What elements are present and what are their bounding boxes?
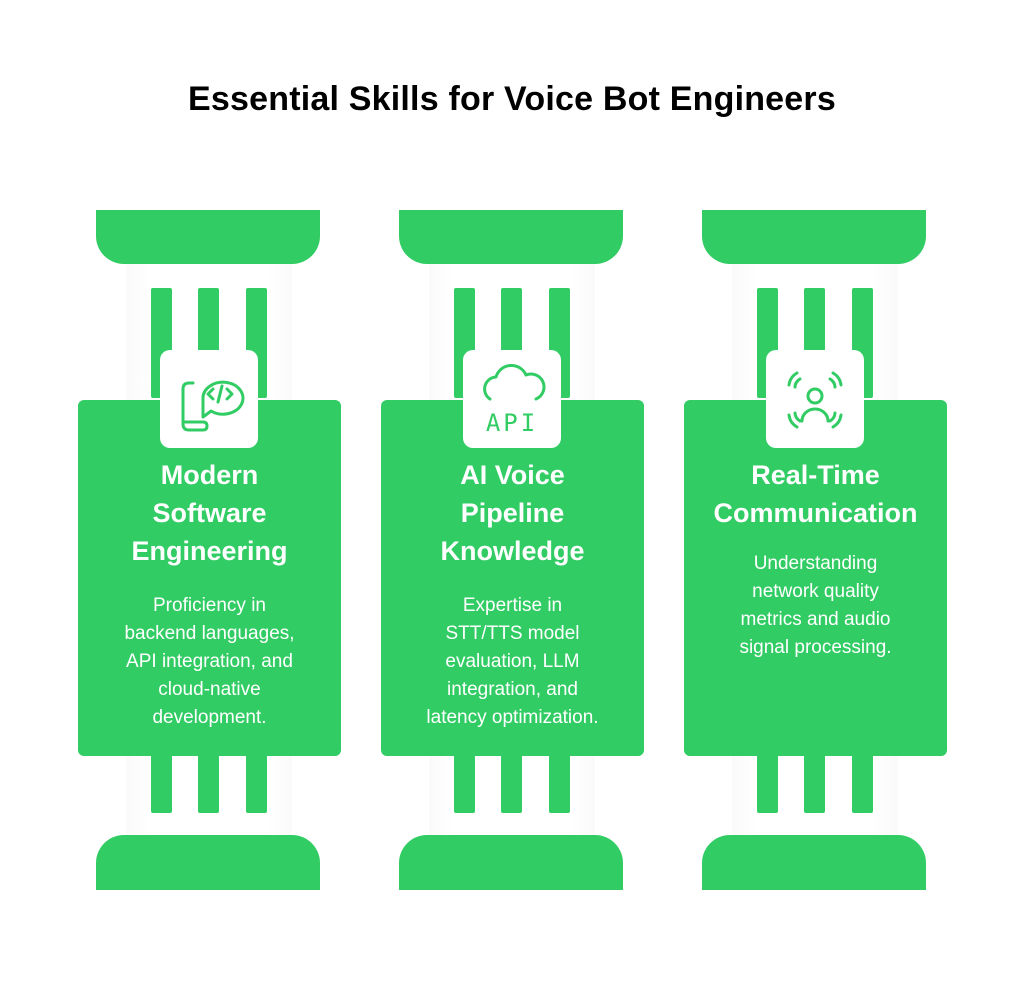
pillar-bottom-cap	[399, 835, 623, 890]
pillar-rod	[151, 755, 172, 813]
description-line: Expertise in	[462, 595, 563, 616]
pillar-rod	[501, 755, 522, 813]
pillar-bottom-cap	[96, 835, 320, 890]
pillar-top-cap	[399, 210, 623, 264]
pillar-bottom-cap	[702, 835, 926, 890]
description-line: integration, and	[447, 679, 578, 700]
pillar-panel	[381, 400, 644, 756]
skill-pillar-real-time-communication: Real-Time Communication Understanding ne…	[684, 210, 947, 890]
description-line: Understanding	[753, 553, 878, 574]
heading-line: Pipeline	[460, 498, 565, 528]
pillar-panel	[684, 400, 947, 756]
heading-line: Communication	[713, 498, 918, 528]
description-line: latency optimization.	[426, 707, 599, 728]
icon-container: API	[463, 350, 561, 448]
pillar-rod	[549, 755, 570, 813]
description-line: metrics and audio	[740, 609, 891, 630]
heading-line: Modern	[160, 460, 259, 490]
heading-line: Software	[152, 498, 267, 528]
pillar-rod	[804, 755, 825, 813]
pillar-rod	[757, 755, 778, 813]
pillar-description: Proficiency in backend languages, API in…	[92, 592, 327, 732]
description-line: evaluation, LLM	[445, 651, 580, 672]
page-title: Essential Skills for Voice Bot Engineers	[188, 80, 836, 118]
code-chat-phone-icon	[181, 380, 245, 432]
description-line: development.	[152, 707, 267, 728]
person-sound-waves-icon	[787, 371, 843, 429]
pillar-top-cap	[702, 210, 926, 264]
description-line: signal processing.	[739, 637, 892, 658]
description-line: cloud-native	[158, 679, 261, 700]
heading-line: AI Voice	[460, 460, 565, 490]
icon-container	[766, 350, 864, 448]
description-line: API integration, and	[126, 651, 293, 672]
pillar-rod	[454, 755, 475, 813]
description-line: network quality	[752, 581, 879, 602]
pillar-rod	[246, 755, 267, 813]
pillar-top-cap	[96, 210, 320, 264]
skill-pillar-ai-voice-pipeline: API AI Voice Pipeline Knowledge Expertis…	[381, 210, 644, 890]
pillar-rod	[852, 755, 873, 813]
pillar-panel	[78, 400, 341, 756]
pillar-description: Understanding network quality metrics an…	[698, 550, 933, 662]
heading-line: Knowledge	[440, 536, 585, 566]
api-label: API	[486, 409, 538, 437]
pillar-heading: Real-Time Communication	[694, 456, 937, 532]
description-line: STT/TTS model	[445, 623, 580, 644]
pillar-heading: Modern Software Engineering	[88, 456, 331, 570]
cloud-api-icon: API	[483, 364, 546, 437]
pillar-heading: AI Voice Pipeline Knowledge	[391, 456, 634, 570]
heading-line: Real-Time	[751, 460, 880, 490]
skill-pillar-software-engineering: Modern Software Engineering Proficiency …	[78, 210, 341, 890]
icon-container	[160, 350, 258, 448]
heading-line: Engineering	[131, 536, 288, 566]
description-line: Proficiency in	[153, 595, 266, 616]
description-line: backend languages,	[124, 623, 295, 644]
pillar-description: Expertise in STT/TTS model evaluation, L…	[395, 592, 630, 732]
pillar-rod	[198, 755, 219, 813]
